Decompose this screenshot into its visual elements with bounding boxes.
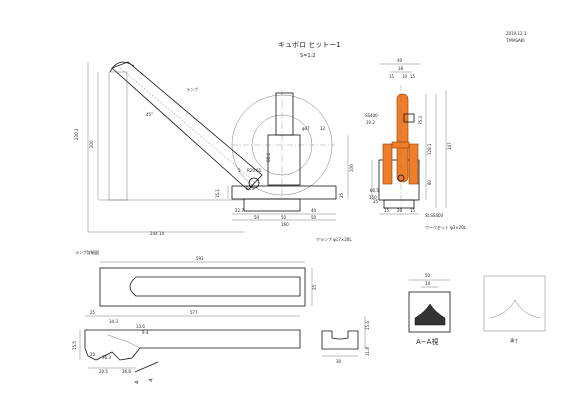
groove-sketch-curve	[489, 299, 541, 319]
side-dim-80-5: 80.5	[370, 188, 379, 193]
dim-w3: 50	[281, 215, 287, 220]
elev-dim-d: 15.5	[72, 341, 77, 350]
drawing-scale: S=1:2	[300, 53, 315, 59]
side-dim-25: 25	[373, 199, 379, 204]
elev-dim-e: 20	[90, 352, 96, 357]
side-note-st: St.SS400	[425, 213, 444, 218]
ramp-elevation-view: 577 25 34.3 13.6 9.4 15.5 20 36.3 20.5 3…	[72, 310, 301, 384]
side-dim-15c: 15	[384, 208, 390, 213]
small-block-body	[321, 330, 359, 350]
ramp-plan-body	[99, 267, 306, 307]
elev-dim-b: 13.6	[136, 324, 145, 329]
note-clamp: クランプ φ17×20L	[316, 236, 352, 242]
elev-dim-a: 34.3	[109, 319, 118, 324]
drawing-title: キュボロ ヒットー1	[278, 41, 341, 49]
post-block	[267, 134, 301, 186]
dim-w2: 50	[254, 215, 260, 220]
section-aa-body	[408, 291, 451, 333]
orange-left-plate	[382, 143, 393, 185]
side-base-lower	[383, 199, 415, 209]
dim-w4: 50	[311, 215, 317, 220]
dim-h1: 15.1	[215, 189, 220, 198]
ramp-plan-slot	[129, 276, 301, 297]
section-aa-caption: A−A視	[416, 337, 438, 346]
side-dim-40: 40	[397, 58, 403, 63]
dim-height-inner: 200	[89, 140, 94, 148]
elev-dim-f: 36.3	[102, 355, 111, 360]
groove-sketch-caption: 溝寸	[510, 337, 518, 343]
elev-dim-c: 9.4	[142, 330, 149, 335]
side-dim-150: 150	[369, 195, 377, 200]
ramp-hook	[109, 61, 135, 73]
dim-r1: R20.65	[247, 168, 262, 173]
section-cut-line	[134, 361, 159, 373]
side-dim-147: 147	[447, 142, 452, 150]
side-dim-15d: 15	[410, 208, 416, 213]
ramp-dim-side: 25	[312, 284, 317, 290]
ramp-ghost-block	[108, 71, 128, 201]
ramp-hidden-line	[119, 67, 256, 183]
ramp-elevation-edge	[107, 334, 141, 349]
side-dim-75: 75.3	[418, 116, 423, 125]
drawing-author: T.MASAKI	[505, 38, 525, 43]
section-aa-hatch	[414, 303, 446, 326]
section-dim-inner: 14	[425, 281, 431, 286]
dim-w5: 40	[311, 208, 317, 213]
dim-base-length: 244.14	[150, 231, 164, 236]
dim-68: 68.4	[266, 153, 271, 162]
small-dim-k: 11.8	[365, 347, 370, 356]
base-lower	[243, 198, 301, 212]
dim-r2: R15	[246, 186, 254, 191]
elev-dim-g: 20.5	[99, 369, 108, 374]
side-pin-block	[403, 113, 415, 123]
dim-total-width: 160	[281, 222, 289, 227]
side-dim-80: 80	[427, 179, 432, 185]
side-dim-128: 128.1	[427, 143, 432, 155]
orange-right-plate	[408, 143, 419, 185]
side-dim-10-2: 10.2	[366, 120, 375, 125]
ramp-detail-view: ランプ詳細図 592 25	[75, 249, 317, 307]
elev-dim-bottom: 577	[190, 310, 198, 315]
elev-dim-h: 36.8	[122, 369, 131, 374]
dim-h2: 100	[349, 164, 354, 172]
dim-h3: 25	[339, 192, 344, 198]
side-dim-18: 18	[398, 66, 404, 71]
drawing-date: 2019.12.1	[506, 31, 527, 36]
side-dim-20: 20	[397, 208, 403, 213]
section-dim-top: 50	[425, 273, 431, 278]
dim-phi: φ47	[302, 126, 310, 131]
side-dim-15b: 15	[410, 74, 416, 79]
ramp-detail-label: ランプ詳細図	[75, 249, 99, 255]
groove-sketch-frame	[483, 275, 546, 332]
ramp-body	[111, 61, 263, 191]
section-mark-a2: A	[148, 377, 155, 382]
side-dim-ss400: SS400	[365, 113, 378, 118]
side-note-kn: ワークセット φ3×20L	[425, 224, 467, 230]
dim-w1: 22.7	[235, 208, 244, 213]
side-view: 40 18 15 10 15 SS400 10.2 128.1 147 75.3…	[365, 58, 467, 230]
dim-angle: 45°	[146, 112, 153, 117]
clamp-circle	[248, 177, 260, 189]
side-dim-15a: 15	[389, 74, 395, 79]
orange-bridge	[391, 141, 410, 149]
side-dim-10: 10	[402, 74, 408, 79]
groove-sketch-view: 溝寸	[483, 275, 546, 343]
orange-lever	[396, 93, 409, 183]
small-dim-i: 15.4	[365, 321, 370, 330]
dim-5: 5	[238, 168, 241, 173]
section-mark-a: A	[134, 379, 141, 384]
section-aa-view: 50 14 A−A視	[408, 273, 451, 346]
dim-12: 12	[320, 126, 326, 131]
ramp-part-label: ランプ	[186, 86, 198, 92]
dim-height-total: 230.3	[74, 128, 79, 140]
elev-dim-left: 25	[90, 310, 96, 315]
main-assembly-view: 230.3 200 ランプ 45° 244.14 15.1 22.7 50 50…	[74, 61, 354, 242]
small-dim-j: 30	[336, 359, 342, 364]
post-upper	[275, 92, 294, 136]
ramp-elevation-body	[84, 329, 301, 361]
ramp-dim-top: 592	[196, 256, 204, 261]
small-block-view: 15.4 30 11.8	[321, 316, 370, 364]
